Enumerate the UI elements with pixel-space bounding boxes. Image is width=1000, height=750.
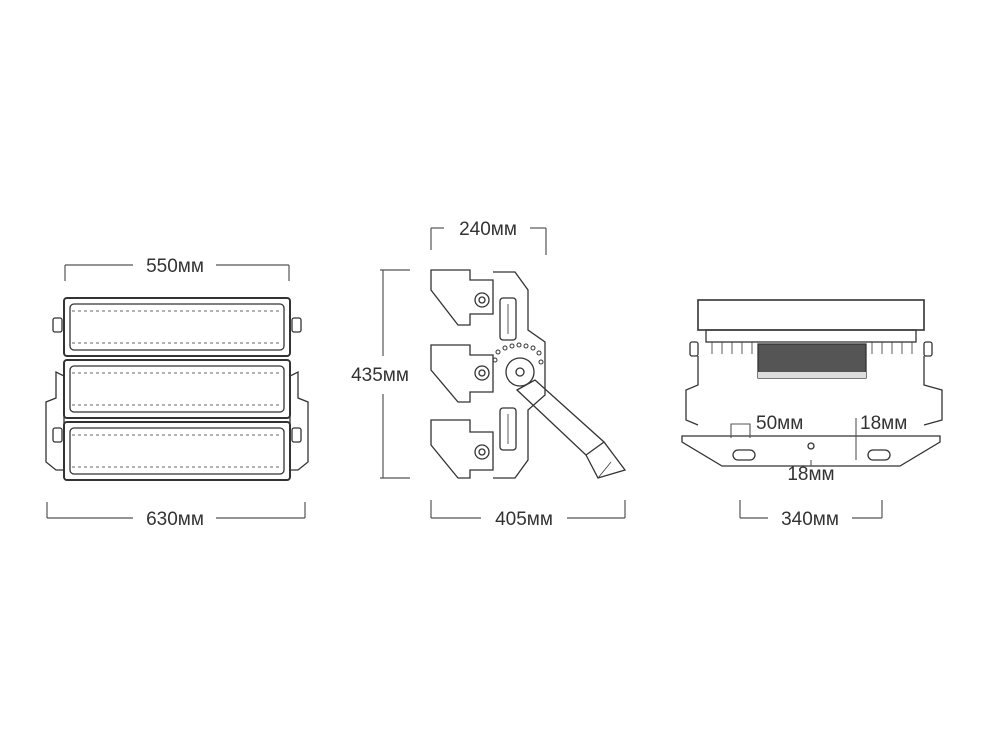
side-bottom-width-label: 405мм: [495, 509, 553, 530]
side-top-label-bg: [446, 217, 528, 239]
front-module-3: [63, 421, 291, 481]
side-module-middle: [430, 344, 494, 403]
side-top-width-label: 240мм: [459, 219, 517, 240]
side-height-label: 435мм: [351, 365, 409, 386]
back-inner-markers: [730, 418, 857, 466]
back-bracket-width-label: 50мм: [756, 413, 803, 434]
back-bottom-label-bg: [770, 507, 850, 529]
front-top-dimension: [64, 264, 290, 281]
back-view: [681, 299, 943, 519]
side-module-bottom: [430, 419, 494, 479]
back-bottom-dimension: [739, 500, 883, 519]
side-top-dimension: [430, 227, 547, 255]
front-view: [45, 264, 309, 519]
front-module-2: [63, 359, 291, 419]
front-bottom-width-label: 630мм: [146, 509, 204, 530]
side-bottom-label-bg: [483, 507, 565, 529]
side-height-dimension: [380, 269, 410, 479]
back-housing: [697, 299, 925, 379]
side-module-top: [430, 269, 494, 326]
front-module-1: [63, 297, 291, 357]
front-top-label-bg: [135, 254, 215, 276]
side-bracket-plate: [493, 271, 546, 479]
back-right-offset-label: 18мм: [860, 413, 907, 434]
side-adjustment-holes: [492, 342, 544, 365]
front-bottom-label-bg: [135, 507, 215, 529]
side-view: [380, 227, 627, 519]
back-bracket: [681, 435, 941, 467]
side-bottom-dimension: [430, 500, 626, 519]
back-bottom-width-label: 340мм: [781, 509, 839, 530]
front-top-width-label: 550мм: [146, 256, 204, 277]
side-height-label-bg: [343, 363, 418, 385]
front-bottom-dimension: [46, 502, 306, 519]
back-side-tabs: [685, 341, 943, 426]
side-mounting-arm: [515, 379, 627, 479]
back-center-offset-label: 18мм: [787, 464, 834, 485]
